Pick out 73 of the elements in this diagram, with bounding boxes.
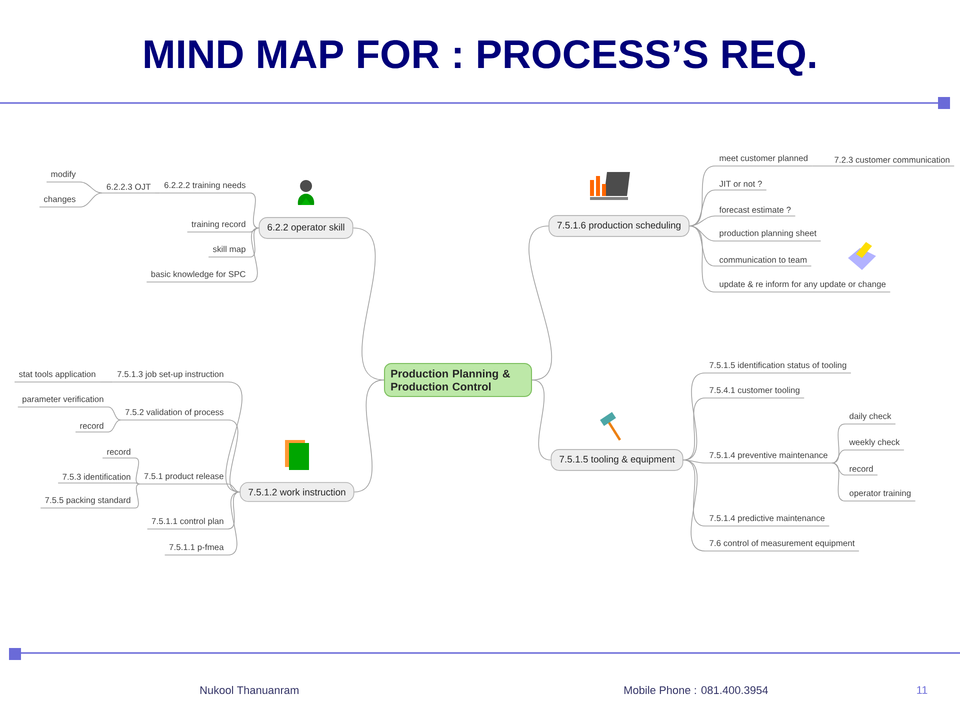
branch-line xyxy=(682,460,706,464)
branch-line xyxy=(532,380,552,460)
branch-label: training record xyxy=(186,220,250,232)
central-topic-box: Production Planning & Production Control xyxy=(384,362,532,398)
branch-label: 7.5.1.4 preventive maintenance xyxy=(704,452,832,464)
branch-line xyxy=(689,216,716,226)
footer-text: Nukool Thanuanram xyxy=(200,686,298,694)
branch-label: operator training xyxy=(844,490,916,502)
branch-line xyxy=(832,424,846,464)
branch-label: 6.2.2.2 training needs xyxy=(160,182,250,194)
branch-label: forecast estimate ? xyxy=(714,206,796,216)
branch-label: daily check xyxy=(844,412,896,424)
branch-label: 7.5.1 product release xyxy=(139,472,228,484)
topic-box: 7.5.1.2 work instruction xyxy=(240,482,354,502)
branch-label: 7.5.1.4 predictive maintenance xyxy=(704,514,830,526)
branch-line xyxy=(228,420,240,492)
topic-box: 6.2.2 operator skill xyxy=(258,217,354,239)
topic-box: 7.5.1.5 tooling & equipment xyxy=(550,449,684,471)
branch-label: 7.2.3 customer communication xyxy=(830,156,954,166)
branch-label: skill map xyxy=(208,246,250,258)
branch-label: stat tools application xyxy=(14,370,100,382)
topic-box: 7.5.1.6 production scheduling xyxy=(548,215,690,237)
branch-label: 7.5.2 validation of process xyxy=(120,408,228,420)
branch-label: 7.6 control of measurement equipment xyxy=(704,540,860,552)
branch-label: communication to team xyxy=(714,256,812,266)
branch-line xyxy=(354,380,384,492)
branch-line xyxy=(134,484,140,508)
branch-label: 7.5.1.3 job set-up instruction xyxy=(112,370,228,382)
branch-label: production planning sheet xyxy=(714,230,822,242)
branch-line xyxy=(108,406,122,420)
branch-label: 7.5.1.5 identification status of tooling xyxy=(704,362,852,374)
branch-line xyxy=(134,458,140,484)
branch-line xyxy=(228,484,240,492)
branch-label: record xyxy=(102,448,136,458)
branch-line xyxy=(250,228,260,258)
footer-text: Mobile Phone : 081.400.3954 xyxy=(624,686,768,694)
branch-line xyxy=(228,492,240,530)
branch-line xyxy=(250,192,260,228)
branch-line xyxy=(528,226,552,380)
branch-line xyxy=(689,190,716,226)
branch-line xyxy=(832,462,846,502)
branch-line xyxy=(250,228,260,282)
branch-line xyxy=(689,226,716,266)
title: MIND MAP FOR : PROCESS’S REQ. xyxy=(144,40,816,76)
branch-label: weekly check xyxy=(844,438,904,450)
branch-line xyxy=(225,382,242,492)
branch-label: record xyxy=(844,466,878,476)
branch-label: 7.5.5 packing standard xyxy=(40,496,136,508)
branch-label: record xyxy=(75,422,108,432)
branch-line xyxy=(352,228,384,380)
branch-line xyxy=(80,192,103,208)
branch-label: basic knowledge for SPC xyxy=(146,270,250,282)
branch-line xyxy=(689,226,716,292)
branch-label: JIT or not ? xyxy=(714,180,767,190)
branch-line xyxy=(154,192,160,194)
branch-label: meet customer planned xyxy=(714,154,813,166)
branch-line xyxy=(134,482,140,484)
branch-label: changes xyxy=(39,196,80,208)
branch-label: parameter verification xyxy=(18,396,108,408)
branch-line xyxy=(832,462,846,476)
branch-label: 7.5.1.1 control plan xyxy=(146,518,228,530)
branch-line xyxy=(80,182,103,194)
branch-label: 6.2.2.3 OJT xyxy=(102,184,156,194)
branch-line xyxy=(108,420,122,432)
branch-label: 7.5.4.1 customer tooling xyxy=(704,386,804,398)
branch-label: modify xyxy=(46,170,80,182)
branch-line xyxy=(228,492,240,556)
footer-text: 11 xyxy=(917,686,928,694)
branch-label: 7.5.1.1 p-fmea xyxy=(164,544,228,556)
branch-line xyxy=(832,450,846,464)
branch-label: update & re inform for any update or change xyxy=(714,280,891,292)
branch-line xyxy=(682,460,706,552)
branch-label: 7.5.3 identification xyxy=(58,474,136,484)
